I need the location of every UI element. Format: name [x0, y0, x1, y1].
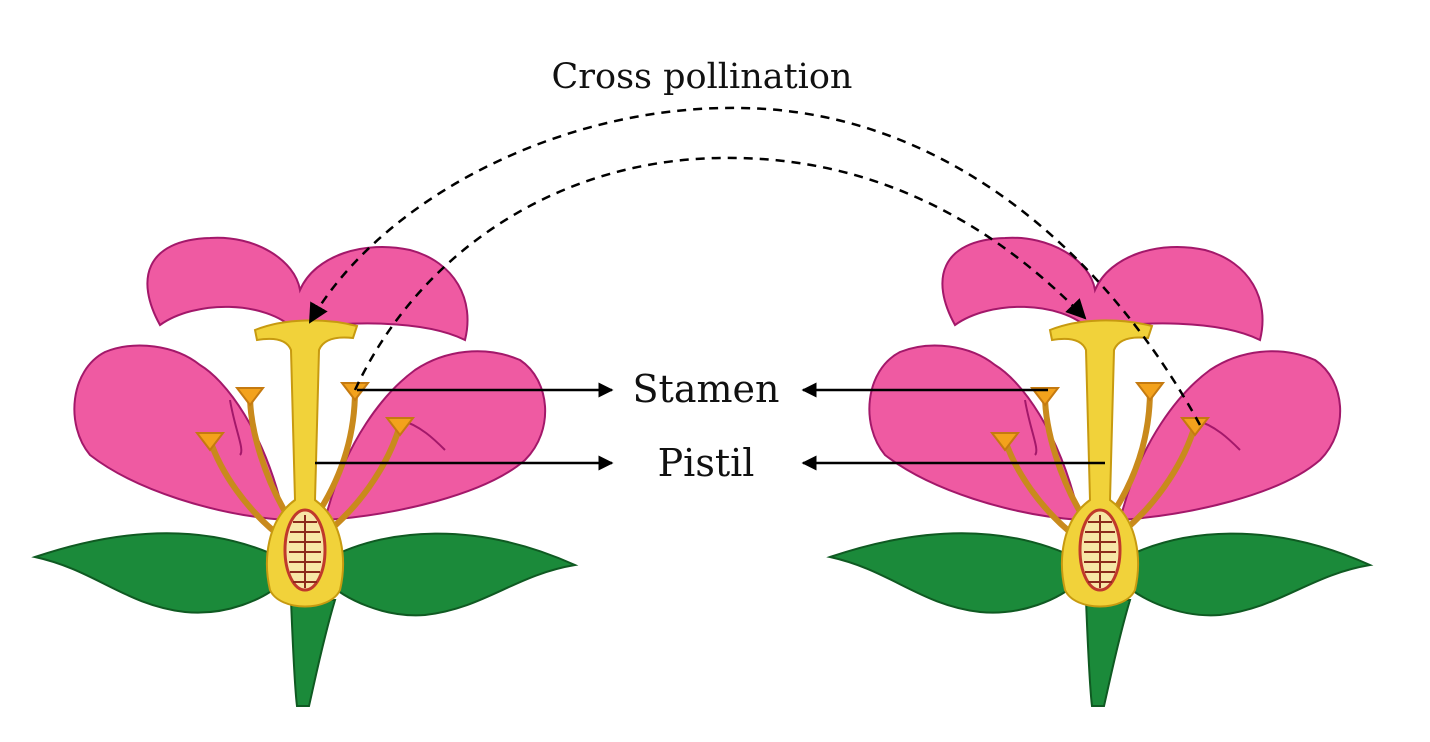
pollination-arc-outer — [308, 106, 1202, 426]
stamen-label: Stamen — [633, 367, 780, 411]
pollination-arc-inner — [353, 156, 1087, 391]
pistil-label: Pistil — [658, 441, 755, 485]
right-flower — [830, 238, 1370, 706]
diagram-title: Cross pollination — [552, 57, 853, 97]
left-flower — [35, 238, 575, 706]
